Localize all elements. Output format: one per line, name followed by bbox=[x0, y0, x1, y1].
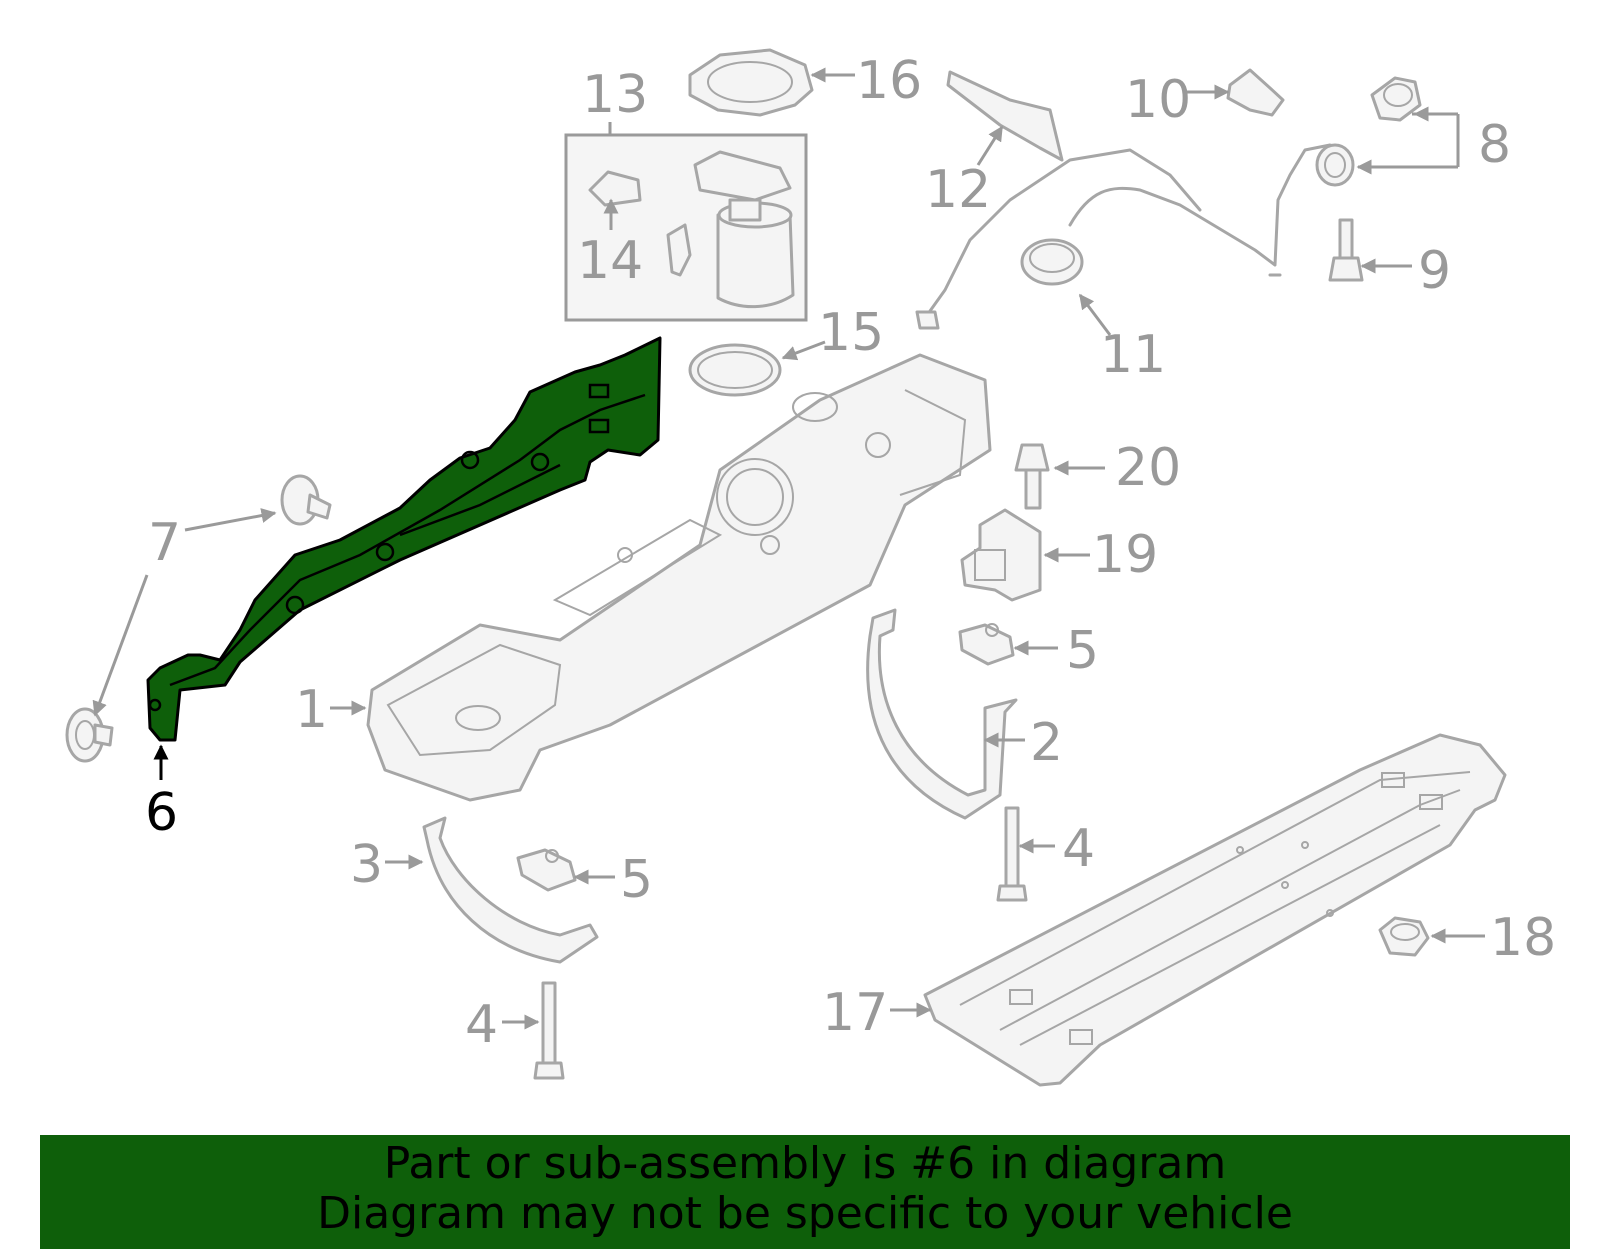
vent-line bbox=[915, 148, 1202, 330]
bolt-part-20[interactable] bbox=[1014, 443, 1050, 510]
bolt-part-4-right[interactable] bbox=[996, 806, 1028, 902]
callout-14: 14 bbox=[577, 231, 643, 291]
fuel-pump-part-13[interactable] bbox=[666, 150, 795, 309]
module-part-19[interactable] bbox=[960, 508, 1042, 602]
strap-part-3[interactable] bbox=[422, 816, 599, 964]
filler-cap-part-8[interactable] bbox=[1370, 76, 1422, 122]
callout-4-lower: 4 bbox=[465, 995, 498, 1055]
callout-12: 12 bbox=[925, 160, 991, 220]
banner-line-part-number: Part or sub-assembly is #6 in diagram bbox=[383, 1138, 1227, 1189]
clamp-part-11[interactable] bbox=[1020, 238, 1084, 286]
callout-1: 1 bbox=[295, 680, 328, 740]
skid-plate-part-17[interactable] bbox=[923, 733, 1507, 1087]
callout-17: 17 bbox=[822, 983, 888, 1043]
vent-shield-part-12[interactable] bbox=[946, 70, 1064, 162]
callout-labels: 1 2 3 4 4 5 5 6 7 8 9 10 11 12 13 14 15 … bbox=[145, 51, 1556, 1055]
clip-nut-part-5-right[interactable] bbox=[958, 623, 1015, 666]
shield-part-6[interactable] bbox=[146, 336, 662, 742]
callout-5-lower: 5 bbox=[620, 850, 653, 910]
sensor-part-14[interactable] bbox=[588, 170, 642, 207]
callout-7: 7 bbox=[148, 513, 181, 573]
banner-line-disclaimer: Diagram may not be specific to your vehi… bbox=[317, 1188, 1293, 1239]
nut-part-18[interactable] bbox=[1378, 916, 1430, 957]
callout-6: 6 bbox=[145, 783, 178, 843]
callout-9: 9 bbox=[1418, 241, 1451, 301]
callout-19: 19 bbox=[1092, 525, 1158, 585]
callout-20: 20 bbox=[1115, 438, 1181, 498]
clip-nut-part-5-lower[interactable] bbox=[516, 848, 577, 892]
bolt-part-4-lower[interactable] bbox=[533, 981, 565, 1080]
bolt-part-9[interactable] bbox=[1328, 218, 1364, 282]
callout-10: 10 bbox=[1125, 70, 1191, 130]
callout-18: 18 bbox=[1490, 908, 1556, 968]
strap-part-2[interactable] bbox=[866, 608, 1018, 820]
callout-11: 11 bbox=[1100, 325, 1166, 385]
callout-2: 2 bbox=[1030, 713, 1063, 773]
push-pin-part-7-lower[interactable] bbox=[65, 707, 114, 763]
info-banner: Part or sub-assembly is #6 in diagram Di… bbox=[40, 1135, 1570, 1249]
lock-ring-part-16[interactable] bbox=[688, 48, 814, 117]
leader-lines bbox=[92, 67, 1485, 1030]
callout-16: 16 bbox=[856, 51, 922, 111]
callout-4-right: 4 bbox=[1062, 819, 1095, 879]
push-pin-part-7-upper[interactable] bbox=[280, 474, 332, 526]
filler-neck-part-8[interactable] bbox=[1068, 143, 1355, 277]
callout-13: 13 bbox=[582, 65, 648, 125]
callout-5-right: 5 bbox=[1066, 621, 1099, 681]
gasket-part-15[interactable] bbox=[688, 343, 782, 397]
callout-15: 15 bbox=[818, 303, 884, 363]
nut-part-10[interactable] bbox=[1226, 68, 1285, 117]
callout-8: 8 bbox=[1478, 115, 1511, 175]
callout-3: 3 bbox=[350, 835, 383, 895]
fuel-tank-part-1[interactable] bbox=[366, 353, 992, 802]
